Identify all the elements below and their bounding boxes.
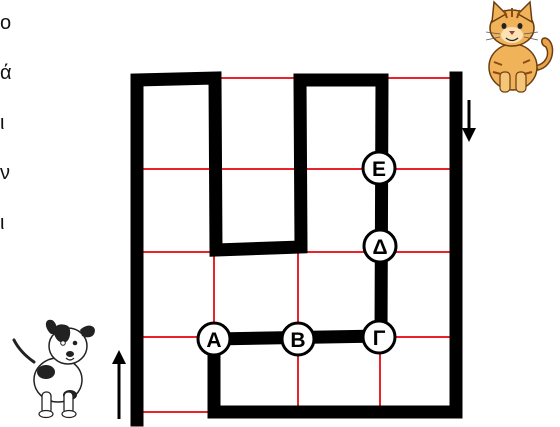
dog-icon (14, 320, 95, 418)
arrow-down-icon (462, 100, 476, 142)
maze-wall (137, 78, 456, 420)
cat-icon (486, 2, 553, 92)
walls (137, 78, 456, 420)
point-label: Β (290, 329, 305, 352)
point-E: Ε (363, 152, 395, 184)
arrow-up-icon (112, 350, 126, 419)
point-A: Α (198, 323, 230, 355)
point-label: Δ (372, 236, 387, 259)
point-label: Γ (373, 327, 386, 350)
point-G: Γ (363, 321, 395, 353)
point-label: Α (206, 329, 221, 352)
point-label: Ε (372, 158, 386, 181)
point-D: Δ (364, 230, 396, 262)
point-B: Β (282, 323, 314, 355)
